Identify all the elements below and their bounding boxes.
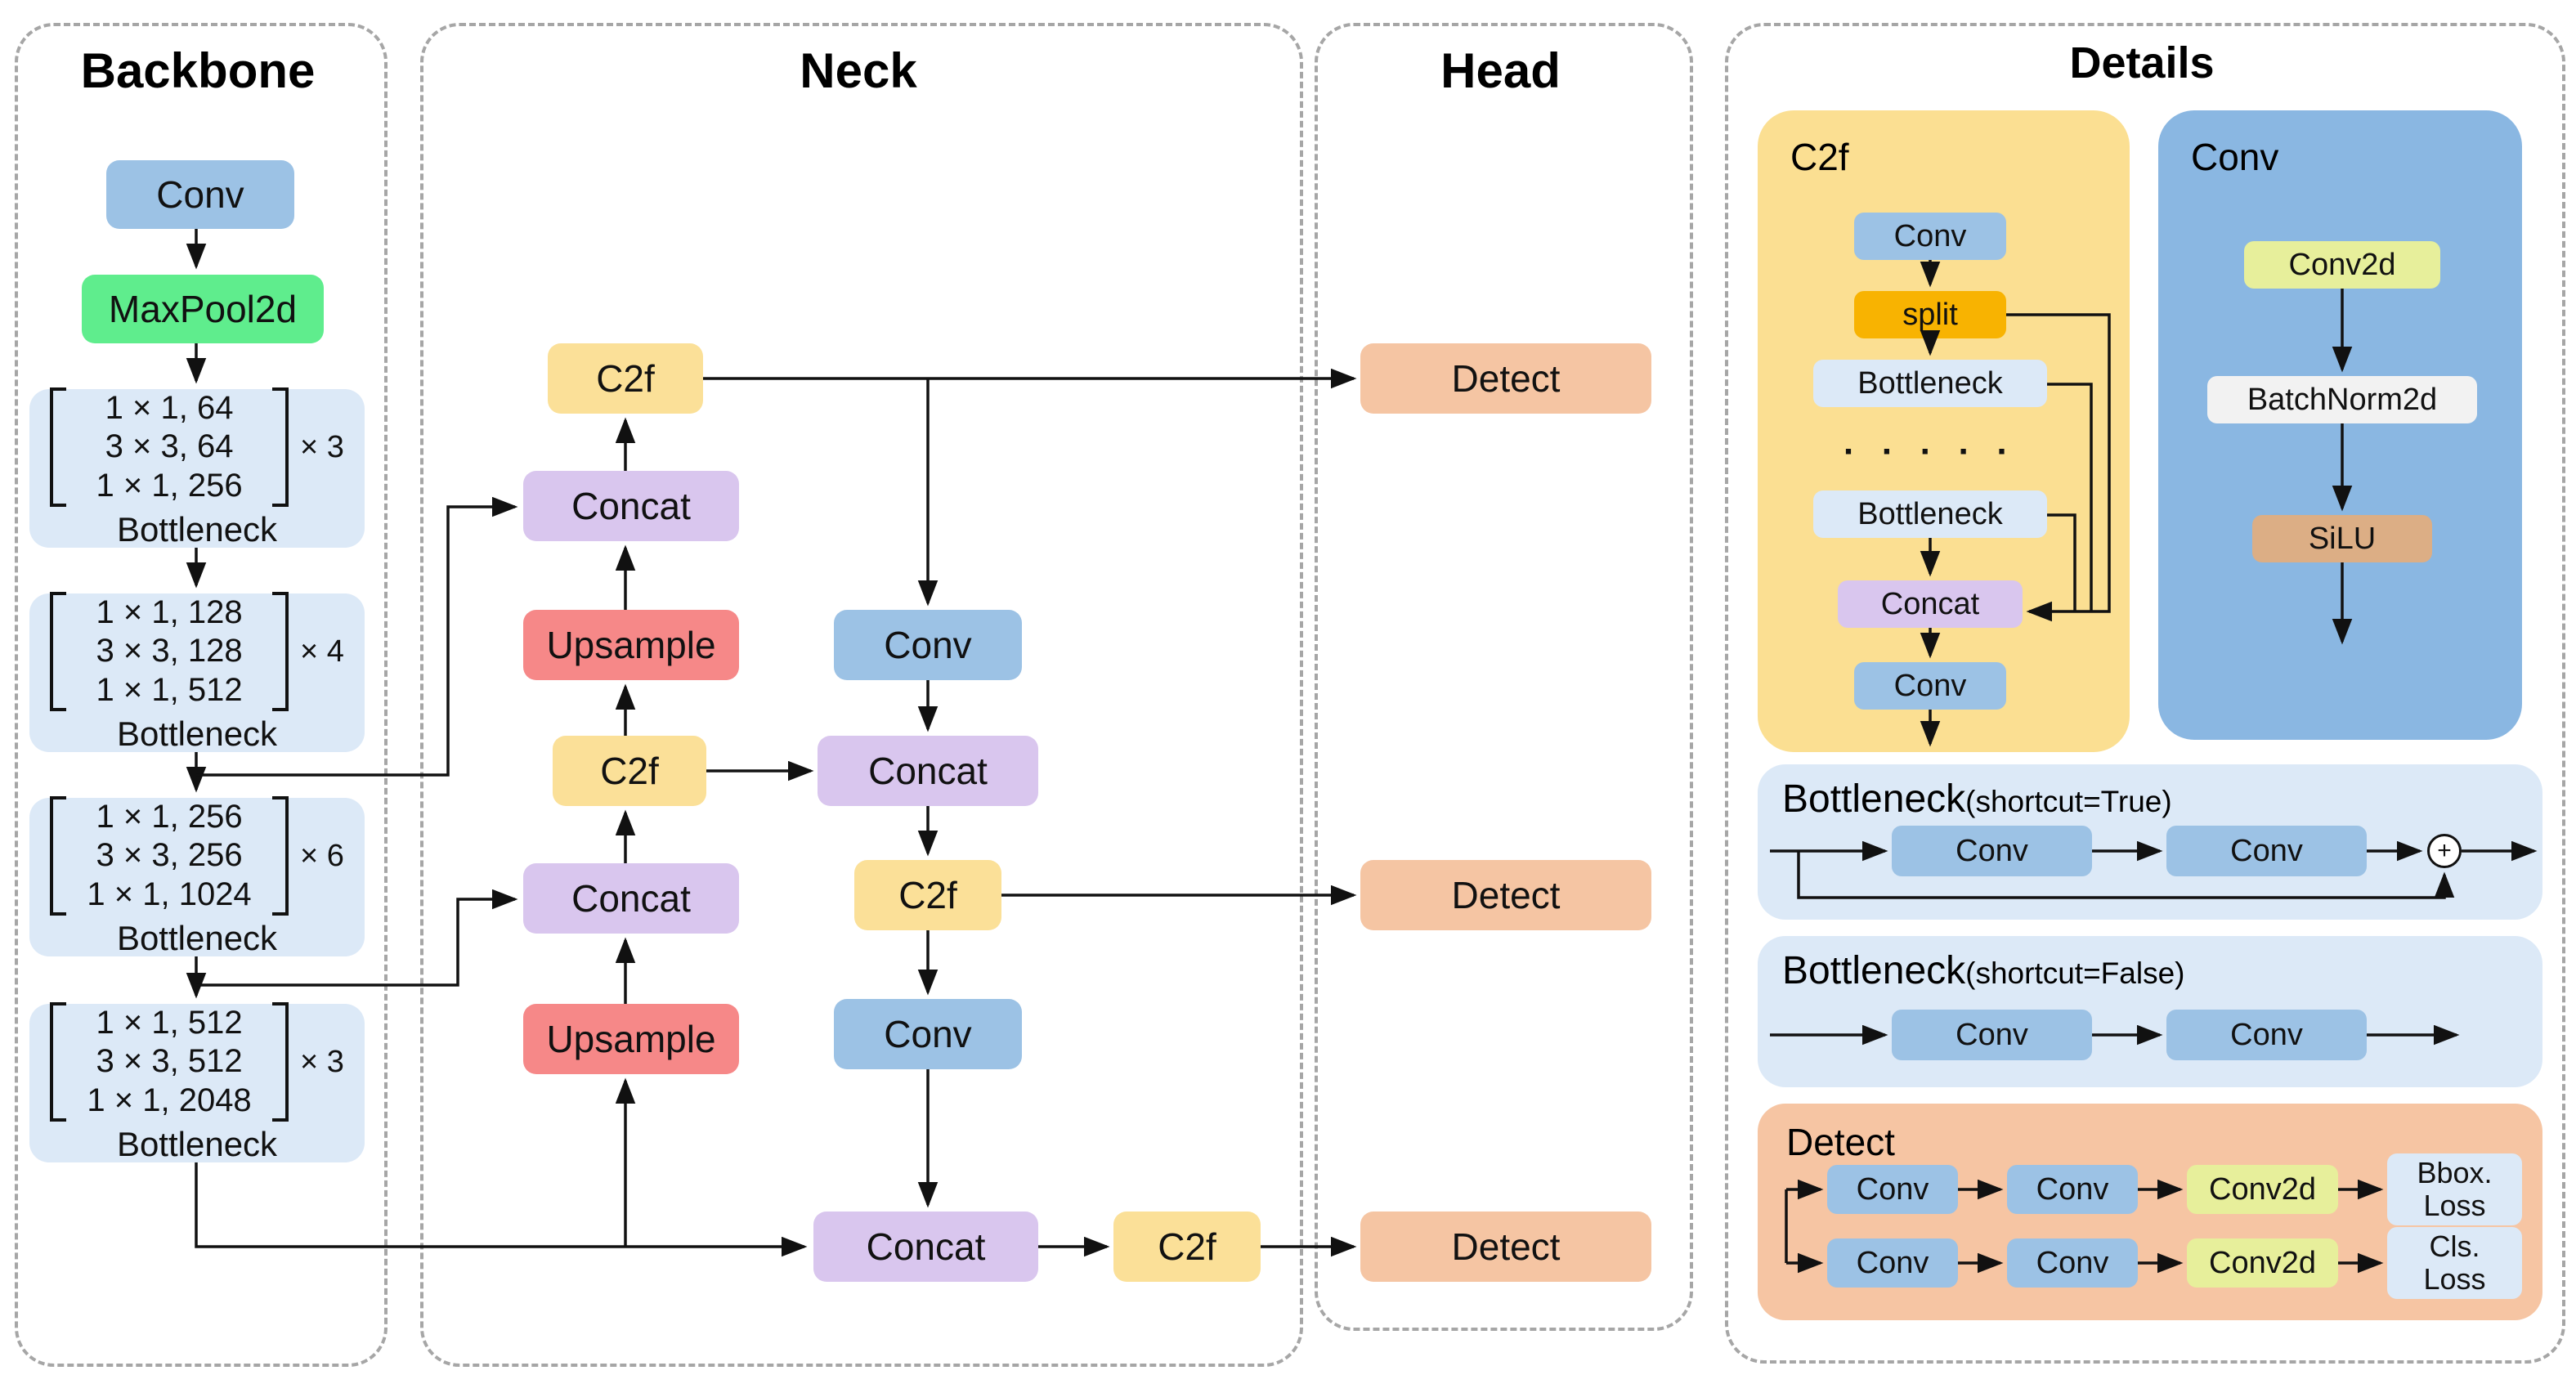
- detect-row1-conv-1: Conv: [1827, 1165, 1958, 1214]
- details-c2f-conv-bottom: Conv: [1854, 662, 2006, 710]
- details-c2f-title: C2f: [1790, 136, 1849, 178]
- details-detect-title: Detect: [1786, 1121, 1895, 1163]
- detect-row2-conv2d: Conv2d: [2187, 1238, 2338, 1288]
- head-panel: [1315, 23, 1693, 1331]
- cls-loss-line2: Loss: [2423, 1262, 2486, 1296]
- bottleneck-true-subtitle: (shortcut=True): [1965, 785, 2172, 818]
- detect-row1-conv2d: Conv2d: [2187, 1165, 2338, 1214]
- neck-concat-4: Concat: [813, 1212, 1038, 1282]
- details-bottleneck-false-title: Bottleneck(shortcut=False): [1782, 948, 2184, 993]
- head-title: Head: [1440, 43, 1561, 98]
- matrix-row: 1 × 1, 256: [96, 467, 243, 504]
- details-c2f-bottleneck-1: Bottleneck: [1813, 360, 2047, 407]
- details-c2f-bottleneck-2: Bottleneck: [1813, 490, 2047, 538]
- matrix-row: 1 × 1, 2048: [87, 1082, 252, 1118]
- details-silu: SiLU: [2252, 515, 2432, 562]
- neck-c2f-bottom: C2f: [1113, 1212, 1261, 1282]
- matrix-row: 1 × 1, 256: [96, 799, 243, 835]
- repeat-multiplier: × 4: [300, 634, 344, 669]
- neck-concat-3: Concat: [818, 736, 1038, 806]
- neck-c2f-right: C2f: [854, 860, 1001, 930]
- detect-row1-conv-2: Conv: [2007, 1165, 2138, 1214]
- neck-upsample-2: Upsample: [523, 1004, 739, 1074]
- backbone-bottleneck-block-2: 1 × 1, 128 3 × 3, 128 1 × 1, 512 × 4 Bot…: [29, 592, 365, 753]
- matrix-row: 3 × 3, 512: [96, 1043, 243, 1080]
- matrix-bracket-right: [272, 387, 289, 507]
- repeat-multiplier: × 3: [300, 429, 344, 464]
- backbone-conv-block: Conv: [106, 160, 294, 229]
- repeat-multiplier: × 6: [300, 838, 344, 873]
- bottleneck-false-conv-2: Conv: [2166, 1010, 2367, 1060]
- bottleneck-false-conv-1: Conv: [1892, 1010, 2092, 1060]
- neck-concat-1: Concat: [523, 471, 739, 541]
- plus-sign: +: [2437, 837, 2452, 864]
- detect-row1-bbox-loss: Bbox. Loss: [2387, 1153, 2522, 1225]
- details-c2f-concat: Concat: [1838, 580, 2023, 628]
- bottleneck-true-conv-2: Conv: [2166, 826, 2367, 876]
- detect-row2-conv-1: Conv: [1827, 1238, 1958, 1288]
- bottleneck-false-name: Bottleneck: [1782, 949, 1966, 992]
- matrix-row: 1 × 1, 64: [105, 390, 234, 427]
- matrix-row: 1 × 1, 512: [96, 1005, 243, 1041]
- matrix-bracket-right: [272, 796, 289, 916]
- neck-c2f-mid: C2f: [553, 736, 706, 806]
- head-detect-2: Detect: [1360, 860, 1651, 930]
- matrix-row: 1 × 1, 128: [96, 594, 243, 631]
- neck-conv-right-1: Conv: [834, 610, 1022, 680]
- matrix-bracket-right: [272, 592, 289, 711]
- details-c2f-conv-top: Conv: [1854, 213, 2006, 260]
- details-c2f-split: split: [1854, 291, 2006, 338]
- details-panel: [1725, 23, 2565, 1364]
- neck-conv-right-2: Conv: [834, 999, 1022, 1069]
- details-batchnorm2d: BatchNorm2d: [2207, 376, 2477, 423]
- matrix-bracket-left: [50, 1002, 67, 1122]
- details-bottleneck-false-panel: [1758, 936, 2542, 1087]
- details-title: Details: [2069, 38, 2215, 87]
- bottleneck-true-conv-1: Conv: [1892, 826, 2092, 876]
- details-conv-panel: [2158, 110, 2522, 740]
- head-detect-1: Detect: [1360, 343, 1651, 414]
- bottleneck-label: Bottleneck: [116, 1124, 278, 1163]
- bottleneck-false-subtitle: (shortcut=False): [1965, 956, 2185, 990]
- matrix-bracket-left: [50, 796, 67, 916]
- neck-concat-2: Concat: [523, 863, 739, 934]
- backbone-title: Backbone: [80, 43, 316, 98]
- neck-c2f-top: C2f: [548, 343, 703, 414]
- matrix-bracket-right: [272, 1002, 289, 1122]
- cls-loss-line1: Cls.: [2429, 1229, 2480, 1264]
- matrix-row: 1 × 1, 512: [96, 671, 243, 708]
- bottleneck-label: Bottleneck: [116, 509, 278, 549]
- backbone-bottleneck-block-4: 1 × 1, 512 3 × 3, 512 1 × 1, 2048 × 3 Bo…: [29, 1002, 365, 1163]
- details-conv2d: Conv2d: [2244, 241, 2440, 289]
- ellipsis-dots: · · · · ·: [1843, 432, 2018, 472]
- detect-row2-cls-loss: Cls. Loss: [2387, 1227, 2522, 1299]
- backbone-bottleneck-block-1: 1 × 1, 64 3 × 3, 64 1 × 1, 256 × 3 Bottl…: [29, 387, 365, 549]
- bbox-loss-line1: Bbox.: [2417, 1156, 2493, 1190]
- matrix-bracket-left: [50, 387, 67, 507]
- matrix-bracket-left: [50, 592, 67, 711]
- matrix-row: 3 × 3, 128: [96, 633, 243, 670]
- bbox-loss-line2: Loss: [2423, 1189, 2486, 1222]
- neck-panel: [420, 23, 1303, 1367]
- matrix-row: 3 × 3, 64: [105, 428, 234, 465]
- backbone-maxpool-block: MaxPool2d: [82, 275, 324, 343]
- bottleneck-label: Bottleneck: [116, 714, 278, 753]
- matrix-row: 1 × 1, 1024: [87, 876, 252, 912]
- details-bottleneck-true-title: Bottleneck(shortcut=True): [1782, 777, 2172, 822]
- backbone-bottleneck-block-3: 1 × 1, 256 3 × 3, 256 1 × 1, 1024 × 6 Bo…: [29, 796, 365, 957]
- add-operator-icon: +: [2427, 834, 2462, 868]
- bottleneck-label: Bottleneck: [116, 918, 278, 957]
- matrix-row: 3 × 3, 256: [96, 837, 243, 874]
- bottleneck-true-name: Bottleneck: [1782, 777, 1966, 821]
- detect-row2-conv-2: Conv: [2007, 1238, 2138, 1288]
- repeat-multiplier: × 3: [300, 1044, 344, 1079]
- neck-upsample-1: Upsample: [523, 610, 739, 680]
- head-detect-3: Detect: [1360, 1212, 1651, 1282]
- neck-title: Neck: [800, 43, 917, 98]
- details-conv-title: Conv: [2191, 136, 2279, 178]
